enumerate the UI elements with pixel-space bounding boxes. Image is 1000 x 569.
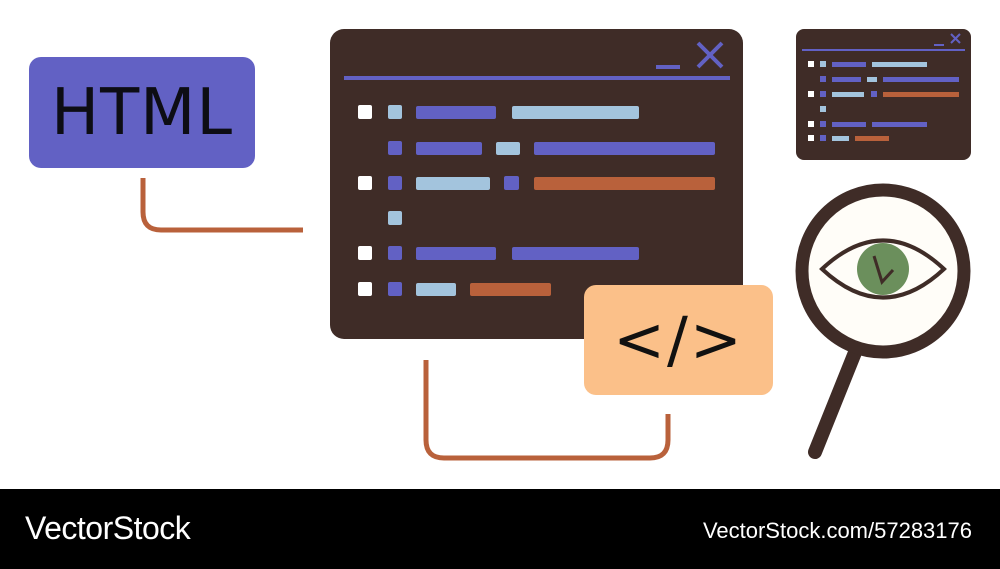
code-line-2 xyxy=(388,141,715,155)
connector-window-to-code xyxy=(423,360,671,461)
code-line-6 xyxy=(358,282,551,296)
code-tag-label: </> xyxy=(613,303,744,376)
mini-code-line-4 xyxy=(820,106,826,112)
code-window-content xyxy=(344,41,730,296)
minimize-icon xyxy=(934,44,944,46)
html-badge-label: HTML xyxy=(50,75,234,150)
mini-title-divider xyxy=(802,49,965,51)
code-line-4 xyxy=(388,211,402,225)
close-icon xyxy=(696,41,724,69)
code-line-1 xyxy=(358,105,639,119)
title-divider xyxy=(344,76,730,80)
code-tag-badge: </> xyxy=(584,285,773,395)
mini-code-window xyxy=(796,29,971,160)
eye-icon xyxy=(819,238,947,300)
connector-html-to-window xyxy=(140,178,303,233)
image-reference: VectorStock.com/57283176 xyxy=(702,518,972,543)
close-icon xyxy=(950,33,961,44)
code-line-3 xyxy=(358,176,715,190)
footer-bar xyxy=(0,489,1000,569)
brand-logo: VectorStock xyxy=(25,510,191,546)
code-line-5 xyxy=(358,246,639,260)
html-badge: HTML xyxy=(29,57,255,168)
mini-window-content xyxy=(802,33,965,141)
mini-code-line-3 xyxy=(808,91,959,97)
minimize-icon xyxy=(656,65,680,69)
mini-code-line-1 xyxy=(808,61,927,67)
mini-code-line-5 xyxy=(808,121,927,127)
mini-code-line-2 xyxy=(820,76,959,82)
mini-code-line-6 xyxy=(808,135,889,141)
